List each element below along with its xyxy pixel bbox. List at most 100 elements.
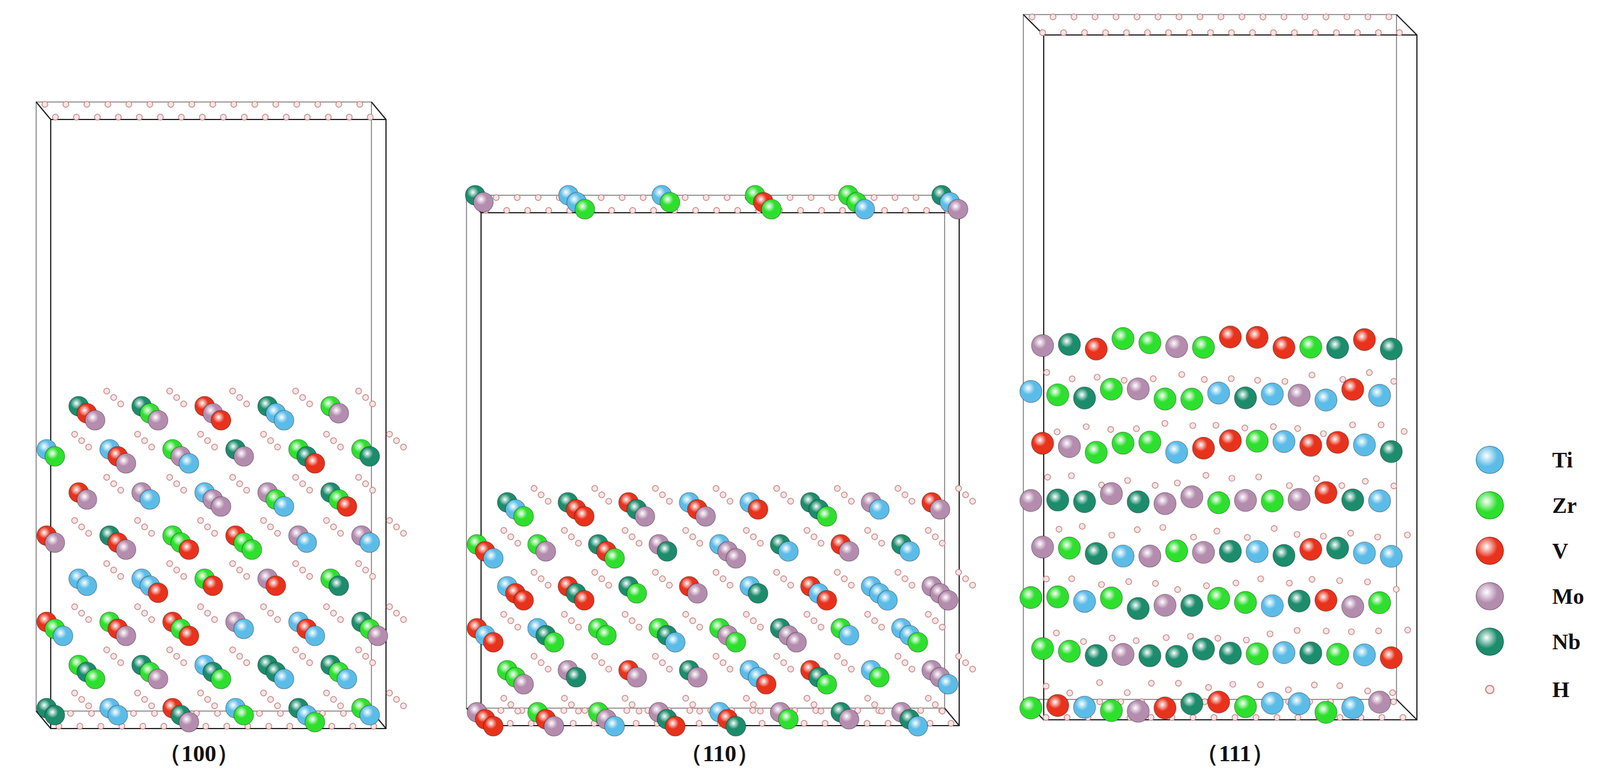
hydrogen-atom [1270,29,1277,36]
hydrogen-atom [909,666,915,673]
hydrogen-atom [834,485,841,492]
hydrogen-atom [808,194,814,201]
metal-atom [473,192,494,213]
hydrogen-atom [260,431,267,438]
hydrogen-atom [932,702,939,708]
hydrogen-atom [166,474,173,481]
legend-swatch [1475,491,1504,520]
hydrogen-atom [1055,526,1062,533]
caption-box: （111） [1195,737,1275,770]
metal-atom [1180,388,1203,411]
hydrogen-atom [666,498,673,505]
metal-atom [148,410,168,431]
metal-atom [657,541,677,562]
hydrogen-atom [134,604,141,610]
hydrogen-atom [608,207,615,214]
hydrogen-atom [561,695,568,702]
hydrogen-atom [117,660,124,666]
metal-atom [1353,433,1376,456]
hydrogen-atom [696,540,703,547]
metal-atom [1368,384,1391,407]
hydrogen-atom [734,207,741,214]
metal-atom [1165,645,1188,668]
cell-edge [1396,14,1417,35]
hydrogen-atom [1067,690,1073,697]
hydrogen-atom [636,624,642,631]
hydrogen-atom [633,720,640,727]
hydrogen-atom [1254,377,1261,384]
hydrogen-atom [500,695,507,702]
hydrogen-atom [1336,577,1343,584]
metal-atom [695,506,716,527]
metal-atom [1031,536,1054,559]
metal-atom [274,410,294,431]
metal-atom [44,532,65,553]
legend-text: Mo [1552,583,1585,610]
hydrogen-atom [243,487,250,494]
hydrogen-atom [299,394,306,401]
hydrogen-atom [787,498,794,505]
metal-atom [1353,644,1376,667]
hydrogen-atom [299,567,306,574]
hydrogen-atom [1029,13,1035,20]
hydrogen-atom [299,653,306,660]
hydrogen-atom [323,604,330,610]
metal-atom [1019,380,1042,403]
hydrogen-atom [773,653,780,660]
metal-atom [1261,383,1284,406]
hydrogen-atom [1093,374,1100,381]
hydrogen-atom [545,582,552,589]
hydrogen-atom [652,569,659,576]
hydrogen-atom [1096,699,1103,705]
metal-atom [1073,590,1096,613]
hydrogen-atom [955,569,962,576]
hydrogen-atom [220,114,227,121]
hydrogen-atom [1053,630,1060,637]
metal-atom [1111,643,1135,666]
hydrogen-atom [369,573,376,580]
metal-atom [626,583,647,604]
hydrogen-atom [878,708,885,715]
hydrogen-atom [787,194,794,201]
hydrogen-atom [1152,482,1159,489]
hydrogen-atom [204,524,211,531]
metal-atom [359,532,380,553]
metal-atom [304,712,325,733]
legend-swatch [1475,582,1504,611]
metal-atom [1046,586,1069,609]
hydrogen-atom [78,696,85,703]
hydrogen-atom [166,647,173,654]
hydrogen-atom [202,723,209,730]
metal-atom [1314,589,1338,612]
metal-atom [233,446,254,467]
hydrogen-atom [1207,29,1214,36]
metal-atom [626,667,647,688]
hydrogen-atom [151,710,158,717]
metal-atom [1046,489,1069,512]
hydrogen-atom [500,527,507,534]
hydrogen-atom [330,524,337,531]
metal-atom [1341,696,1364,719]
hydrogen-atom [1092,13,1098,20]
hydrogen-atom [1043,369,1050,376]
hydrogen-atom [355,647,362,654]
metal-atom [304,626,325,647]
hydrogen-atom [125,101,132,108]
cell-edge [371,102,387,120]
metal-atom [930,499,950,520]
hydrogen-atom [110,481,117,487]
hydrogen-atom [386,604,393,610]
legend-entry: H [1552,676,1570,703]
hydrogen-atom [367,114,374,121]
hydrogen-atom [355,474,362,481]
hydrogen-atom [666,666,673,673]
hydrogen-atom [652,485,659,492]
hydrogen-atom [773,569,780,576]
hydrogen-atom [1174,480,1181,487]
hydrogen-atom [267,437,274,444]
hydrogen-atom [1390,483,1397,490]
hydrogen-atom [871,702,878,708]
metal-atom [1380,647,1403,670]
metal-atom [85,669,105,690]
hydrogen-atom [780,492,787,498]
